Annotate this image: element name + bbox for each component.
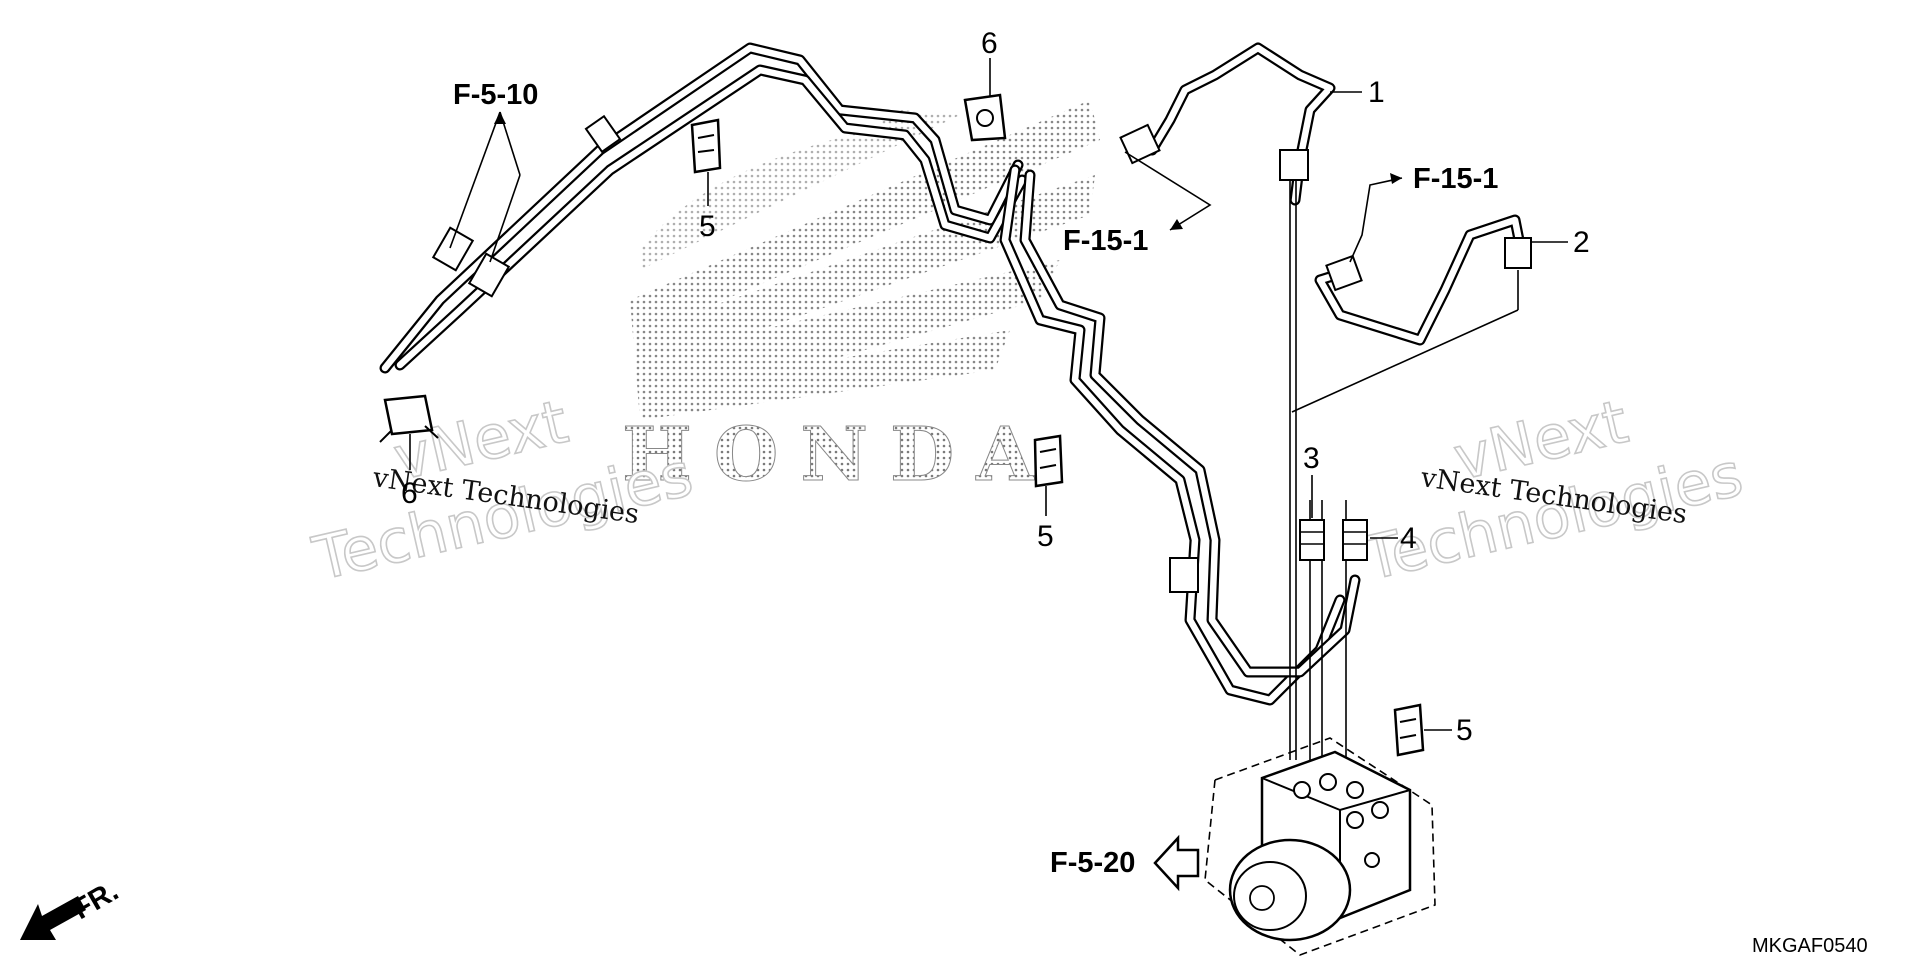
clip-6-lower [379,394,439,443]
callout-5-upper: 5 [699,210,716,243]
callout-3: 3 [1303,442,1320,475]
front-brake-pipe-assembly [379,42,1361,706]
callout-5-middle: 5 [1037,520,1054,553]
front-direction-label: FR. [68,875,124,926]
callout-4: 4 [1400,522,1417,555]
honda-wing-logo [630,100,1100,420]
ref-f-5-10: F-5-10 [453,79,538,111]
abs-modulator-unit [1204,737,1436,956]
front-direction-arrow: FR. [20,875,124,940]
clamp-5-lower [1393,703,1425,757]
fitting-3 [1299,519,1325,561]
honda-brand-text: HONDA [622,412,1056,498]
clip-6-upper [963,93,1007,142]
ref-f-15-1-left-leader [1124,151,1212,231]
ref-f-15-1-left: F-15-1 [1063,225,1148,257]
ref-f-5-10-leaders [449,111,521,263]
callout-6-lower: 6 [401,477,418,510]
clamp-5-middle [1033,434,1064,488]
brake-pipe-2 [1314,214,1532,346]
ref-f-15-1-right-leader [1349,173,1403,263]
ref-f-5-20: F-5-20 [1050,847,1135,879]
callout-6-upper: 6 [981,27,998,60]
callout-2: 2 [1573,226,1590,259]
fitting-4 [1342,519,1368,561]
ref-f-15-1-right: F-15-1 [1413,163,1498,195]
ref-f-5-20-arrow [1153,834,1200,892]
figure-code: MKGAF0540 [1752,935,1868,957]
callout-1: 1 [1368,76,1385,109]
brake-pipe-1 [1119,42,1336,206]
clamp-5-upper [690,118,722,174]
callout-5-lower: 5 [1456,714,1473,747]
